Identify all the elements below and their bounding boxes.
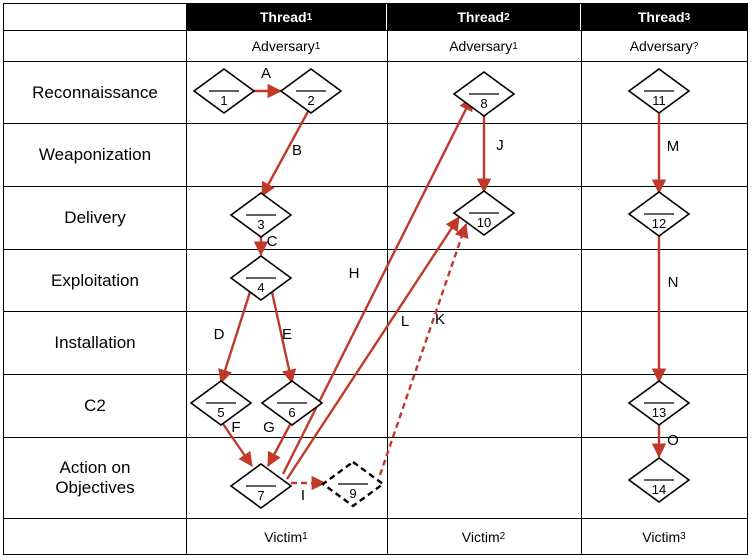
actor-thread1-sub: 1 bbox=[314, 40, 321, 52]
victim-thread1-sub: 1 bbox=[302, 531, 308, 542]
rule-col-thread1 bbox=[387, 3, 388, 555]
rule-row3 bbox=[3, 249, 748, 250]
node-7-label: 7 bbox=[257, 487, 265, 503]
rule-row1 bbox=[3, 123, 748, 124]
edge-K bbox=[378, 223, 469, 476]
phase-label-c2: C2 bbox=[84, 396, 106, 416]
edge-K-label: K bbox=[434, 310, 445, 328]
edge-H-label: H bbox=[348, 264, 360, 282]
node-5-label: 5 bbox=[217, 404, 225, 420]
node-3-label: 3 bbox=[257, 216, 265, 232]
header-band-thread2 bbox=[387, 4, 580, 30]
node-14-label: 14 bbox=[651, 481, 667, 497]
node-1-label: 1 bbox=[220, 92, 228, 108]
victim-thread3-sub: 3 bbox=[680, 531, 686, 542]
node-13-label: 13 bbox=[651, 404, 667, 420]
victim-thread2-label: Victim bbox=[461, 528, 500, 545]
node-6-label: 6 bbox=[288, 404, 296, 420]
column-header-thread2-sub: 2 bbox=[504, 11, 510, 23]
victim-thread1-label: Victim bbox=[264, 528, 303, 545]
edge-M-label: M bbox=[666, 137, 680, 155]
rule-col-thread2 bbox=[581, 3, 582, 555]
edge-L-label: L bbox=[400, 312, 410, 330]
edge-H bbox=[281, 96, 474, 475]
node-8-label: 8 bbox=[480, 95, 488, 111]
actor-thread3: Adversary? bbox=[581, 31, 747, 61]
node-12-label: 12 bbox=[651, 215, 667, 231]
edge-J-label: J bbox=[496, 136, 504, 154]
edge-F bbox=[220, 420, 253, 467]
column-header-thread1-sub: 1 bbox=[306, 11, 313, 23]
column-header-thread1-label: Thread bbox=[259, 9, 307, 25]
edge-E-label: E bbox=[281, 325, 292, 343]
actor-thread3-label: Adversary bbox=[629, 38, 693, 54]
rule-row2 bbox=[3, 186, 748, 187]
actor-thread3-sub: ? bbox=[692, 40, 699, 52]
column-header-thread3-label: Thread bbox=[637, 9, 685, 25]
actor-thread1-label: Adversary bbox=[251, 38, 315, 54]
edge-B-label: B bbox=[291, 141, 302, 159]
header-band-thread3 bbox=[581, 4, 747, 30]
node-10-label: 10 bbox=[476, 214, 492, 230]
diagram-table bbox=[3, 3, 748, 555]
edge-C-label: C bbox=[266, 232, 278, 250]
node-9-label: 9 bbox=[349, 485, 357, 501]
rule-row4 bbox=[3, 311, 748, 312]
column-header-thread3-sub: 3 bbox=[684, 11, 691, 23]
rule-row6 bbox=[3, 437, 748, 438]
victim-thread3-label: Victim bbox=[642, 528, 681, 545]
node-2-label: 2 bbox=[307, 92, 315, 108]
edge-D-label: D bbox=[213, 325, 225, 343]
rule-header-bottom bbox=[3, 30, 748, 31]
edge-F-label: F bbox=[231, 418, 241, 436]
rule-actor-bottom bbox=[3, 61, 748, 62]
phase-label-exploitation: Exploitation bbox=[51, 270, 139, 290]
header-band-thread1 bbox=[186, 4, 386, 30]
edge-B bbox=[260, 105, 313, 197]
edge-D bbox=[218, 291, 252, 384]
node-4-label: 4 bbox=[257, 279, 265, 295]
actor-thread2-sub: 1 bbox=[512, 40, 518, 52]
edge-A-label: A bbox=[260, 64, 271, 82]
column-header-thread2-label: Thread bbox=[457, 9, 505, 25]
rule-row5 bbox=[3, 374, 748, 375]
phase-label-weaponization: Weaponization bbox=[38, 145, 152, 165]
edge-G-label: G bbox=[263, 418, 275, 436]
phase-label-delivery: Delivery bbox=[64, 208, 126, 228]
edge-L bbox=[285, 216, 461, 480]
actor-thread2-label: Adversary bbox=[449, 38, 513, 54]
victim-thread2-sub: 2 bbox=[499, 531, 506, 542]
phase-label-action-on-objectives: Action on Objectives bbox=[55, 458, 135, 497]
rule-row7 bbox=[3, 518, 748, 519]
phase-label-reconnaissance: Reconnaissance bbox=[32, 82, 158, 102]
rule-col-label bbox=[186, 3, 187, 555]
edge-N-label: N bbox=[667, 273, 679, 291]
edge-O-label: O bbox=[667, 431, 679, 449]
edge-E bbox=[270, 291, 297, 384]
phase-label-installation: Installation bbox=[54, 333, 136, 353]
edge-I-label: I bbox=[300, 486, 306, 504]
edge-G bbox=[266, 420, 294, 467]
node-11-label: 11 bbox=[652, 92, 666, 108]
